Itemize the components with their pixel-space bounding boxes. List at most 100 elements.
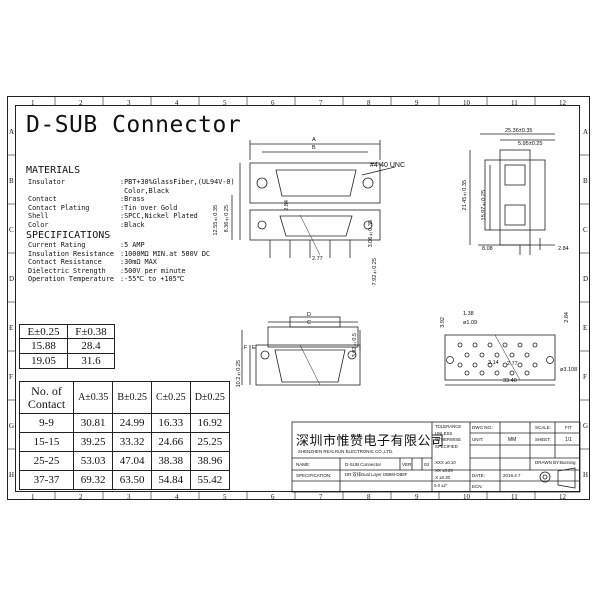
grid-row-label: H (9, 471, 15, 479)
ef-cell: 15.88 (19, 338, 68, 354)
dim-b: B (312, 145, 316, 151)
sheet-label: SHEET: (535, 437, 551, 442)
company-en: SHENZHEN REALRUN ELECTRONIC CO.,LTD. (298, 449, 394, 454)
pcb-109: ø1.09 (463, 320, 478, 326)
grid-col-label: 10 (463, 493, 470, 501)
material-row: Color:Black (28, 220, 145, 229)
drawing-outer-frame (7, 96, 590, 500)
dim-side-808: 8.08 (482, 246, 493, 252)
grid-row-label: A (9, 128, 15, 136)
grid-col-label: 4 (175, 493, 179, 501)
grid-col-label: 2 (79, 493, 83, 501)
grid-col-label: 4 (175, 99, 179, 107)
front-view (231, 140, 396, 258)
dim-cell: 15-15 (19, 432, 74, 452)
sheet-value: 1/1 (565, 437, 572, 443)
dwg-no-label: DWG NO.: (472, 425, 494, 430)
ecn-label: ECN: (472, 484, 483, 489)
dim-e: E (252, 345, 256, 351)
grid-row-label: E (9, 324, 14, 332)
drawing-title: D-SUB Connector (26, 112, 242, 138)
grid-row-label: D (583, 275, 589, 283)
dim-header: B±0.25 (112, 381, 152, 414)
grid-row-label: A (583, 128, 589, 136)
dimension-table: No. of Contact A±0.35 B±0.25 C±0.25 D±0.… (19, 381, 231, 490)
pcb-layout-view (444, 334, 556, 386)
ef-cell: 31.6 (66, 353, 116, 369)
dim-c: C (307, 320, 311, 326)
grid-row-label: C (583, 226, 588, 234)
material-row: Shell:SPCC,Nickel Plated (28, 212, 198, 221)
grid-row-label: G (9, 422, 15, 430)
spec-row: Insulation Resistance:1000MΩ MIN.at 500V… (28, 249, 211, 258)
company-cn: 深圳市惟赞电子有限公司 (296, 434, 445, 449)
drawing-inner-frame (15, 105, 580, 492)
spec-label: SPECIFICATION: (296, 473, 332, 478)
material-row: Contact Plating:Tin over Gold (28, 203, 178, 212)
drawn-label: DRAWN BY: (535, 460, 561, 465)
grid-col-label: 5 (223, 493, 227, 501)
dim-cell: 24.99 (112, 413, 152, 433)
scale-label: SCALE: (535, 425, 552, 430)
unit-value: MM (508, 437, 517, 443)
dim-side-w: 25.36±0.35 (505, 128, 533, 134)
grid-row-label: H (583, 471, 589, 479)
grid-col-label: 7 (319, 493, 323, 501)
grid-col-label: 10 (463, 99, 470, 107)
pcb-3108: ø3.108 (560, 367, 578, 373)
ver-label: VER: (402, 462, 413, 467)
scale-value: FIT (565, 425, 572, 430)
dim-header: No. of Contact (19, 381, 74, 414)
grid-row-label: B (583, 177, 588, 185)
drawn-value: Burning (560, 460, 576, 465)
ef-table: E±0.25 F±0.38 15.88 28.4 19.05 31.6 (19, 324, 116, 369)
grid-row-label: F (9, 373, 13, 381)
grid-col-label: 8 (367, 493, 371, 501)
ver-value: 03 (424, 462, 430, 467)
spec-row: Operation Temperature:-55℃ to +105℃ (28, 275, 185, 284)
grid-col-label: 11 (511, 99, 518, 107)
spec-row: Current Rating:5 AMP (28, 241, 145, 249)
dim-header: D±0.25 (189, 381, 231, 414)
grid-col-label: 6 (271, 493, 275, 501)
grid-col-label: 3 (127, 493, 131, 501)
material-row: Insulator:PBT+30%GlassFiber,(UL94V-0) (28, 178, 235, 186)
materials-heading: MATERIALS (26, 165, 81, 176)
grid-col-label: 8 (367, 99, 371, 107)
grid-row-label: B (9, 177, 14, 185)
grid-col-label: 1 (31, 99, 35, 107)
spec-row: Contact Resistance:30mΩ MAX (28, 258, 157, 267)
date-label: DATE: (472, 473, 485, 478)
grid-col-label: 1 (31, 493, 35, 501)
dim-a: A (312, 137, 316, 143)
grid-row-label: D (9, 275, 15, 283)
pcb-314: 3.14 (488, 360, 499, 366)
dim-d: D (307, 312, 311, 318)
dim-side-595: 5.95±0.25 (518, 141, 543, 147)
materials-list: Insulator:PBT+30%GlassFiber,(UL94V-0) Co… (28, 178, 235, 230)
dim-side-284: 2.84 (558, 246, 569, 252)
name-label: NAME: (296, 462, 311, 467)
grid-row-label: C (9, 226, 14, 234)
pcb-3340: 33.40 (503, 378, 517, 384)
grid-col-label: 12 (559, 493, 566, 501)
ef-cell: 28.4 (66, 338, 116, 354)
grid-col-label: 6 (271, 99, 275, 107)
name-value: D-SUB Connector (345, 462, 382, 467)
side-view (469, 133, 555, 255)
pcb-138: 1.38 (463, 311, 474, 317)
dim-screw: #4-40 UNC (370, 162, 406, 169)
dim-cell: 54.84 (150, 470, 191, 490)
grid-ticks (7, 96, 590, 500)
material-row: Contact:Brass (28, 195, 145, 204)
spec-value: DR 双排Dual Layer DB9M-DB9F (345, 472, 408, 477)
dim-cell: 55.42 (189, 470, 231, 490)
grid-col-label: 11 (511, 493, 518, 501)
grid-col-label: 2 (79, 99, 83, 107)
grid-row-label: E (583, 324, 588, 332)
date-value: 2018.4.7 (503, 473, 521, 478)
grid-row-label: G (583, 422, 589, 430)
